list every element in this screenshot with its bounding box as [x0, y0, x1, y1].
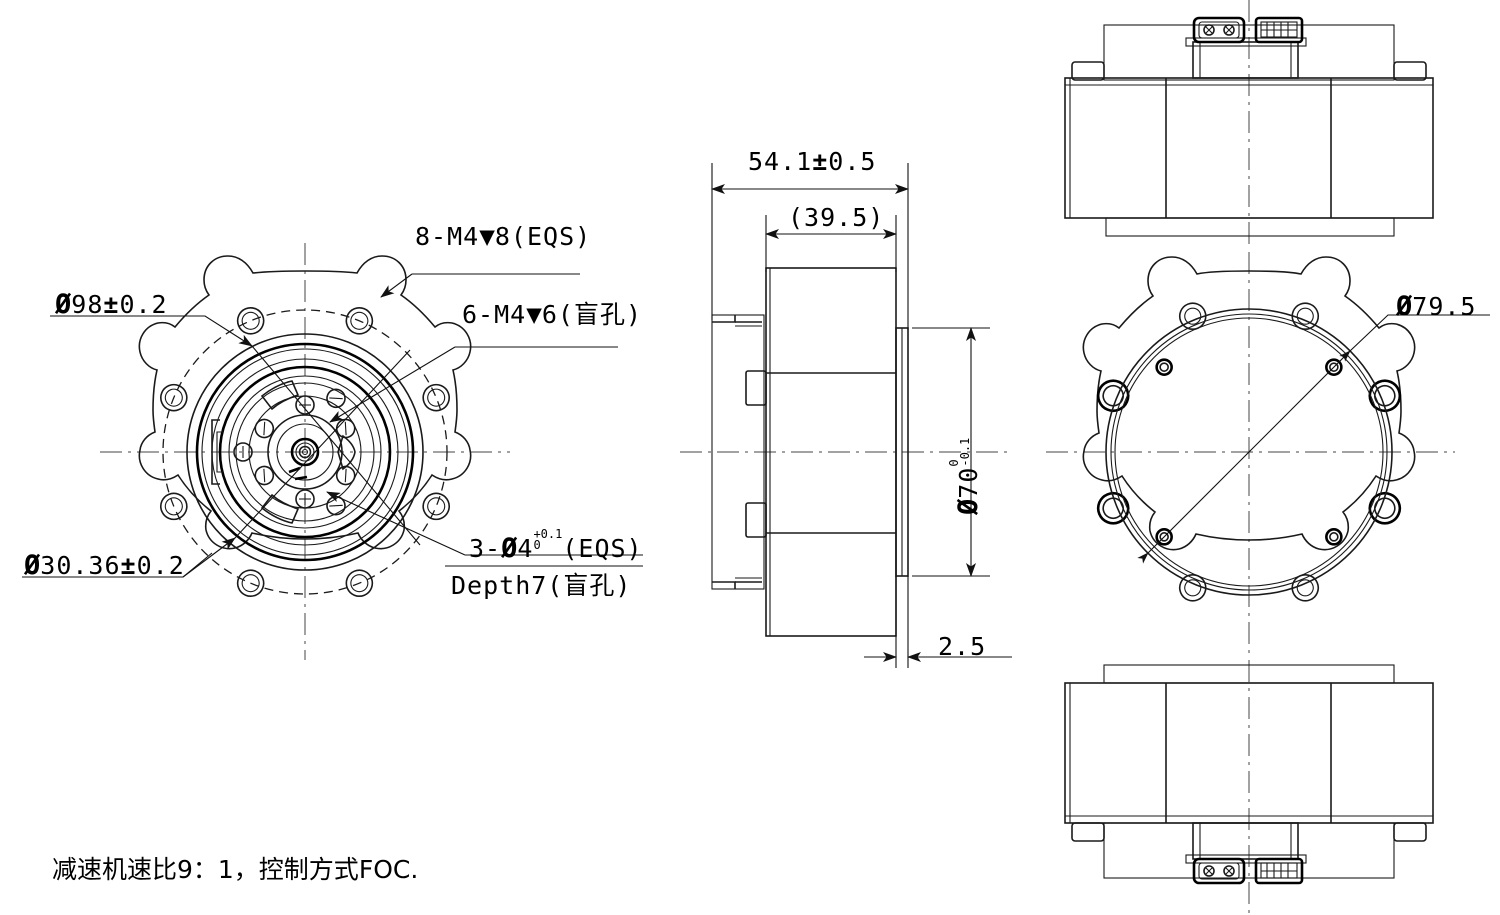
depth-symbol-icon-2: ▼ — [526, 300, 542, 330]
bottom-view-group — [1064, 660, 1434, 915]
front-3-d4-pins — [233, 388, 346, 516]
tolerance-stack-d70: 0-0.1 — [947, 437, 972, 467]
dim-leader-3-d4 — [326, 491, 643, 567]
rear-view-group — [1046, 252, 1490, 655]
dim-label-79-5: Ø79.5 — [1396, 291, 1477, 322]
top-view-lugs — [1071, 61, 1427, 81]
depth-symbol-icon: ▼ — [479, 222, 495, 252]
front-hub-slots — [260, 380, 356, 524]
dim-label-54-1: 54.1±0.5 — [748, 147, 877, 176]
front-body-circles — [186, 333, 424, 571]
dim-d79-5 — [1137, 314, 1490, 564]
dim-54-1 — [711, 163, 909, 330]
dim-leader-8-m4 — [380, 273, 580, 298]
front-flange-outline — [138, 255, 472, 550]
front-center-index-marks — [288, 466, 308, 481]
dim-2-5 — [864, 576, 1012, 668]
diameter-symbol-icon-4: Ø — [501, 533, 518, 564]
power-connector-2pin-bottom — [1192, 857, 1246, 885]
side-view-group — [680, 163, 1012, 668]
dim-label-2-5: 2.5 — [938, 632, 987, 661]
bottom-view-connector-pedestal — [1185, 822, 1307, 864]
side-flange-plate — [895, 327, 909, 577]
callout-6-m4: 6-M4▼6(盲孔) — [462, 300, 643, 330]
top-view-connector-pedestal — [1185, 37, 1307, 79]
bolt-circle-98-dashed — [162, 309, 448, 595]
diameter-symbol-icon-3: Ø — [953, 498, 984, 515]
rear-flange-bolt-holes — [1096, 302, 1402, 602]
general-note: 减速机速比9：1，控制方式FOC. — [52, 855, 419, 884]
side-connector-block — [711, 314, 765, 590]
signal-connector-top — [1254, 16, 1304, 44]
front-6-m4-holes — [254, 395, 356, 509]
top-view-back-plate — [1103, 24, 1395, 81]
front-diagonal-witness-lines — [234, 345, 421, 546]
front-flange-bolt-holes — [160, 307, 450, 597]
dim-d70 — [912, 327, 990, 577]
power-connector-2pin-top — [1192, 16, 1246, 44]
signal-connector-bottom — [1254, 857, 1304, 885]
front-body-keyway-notch — [211, 419, 223, 485]
dim-leader-98 — [50, 315, 253, 347]
dim-label-39-5: (39.5) — [788, 203, 885, 232]
front-view-group — [22, 243, 643, 660]
side-mounting-lugs — [745, 370, 767, 538]
dim-leader-6-m4 — [329, 346, 618, 423]
diameter-symbol-icon-2: Ø — [24, 550, 41, 581]
top-view-group — [1064, 0, 1434, 245]
dim-label-98: Ø98±0.2 — [55, 289, 168, 320]
rear-endcap-circles — [1105, 308, 1393, 596]
top-view-front-flange — [1105, 217, 1395, 237]
dim-39-5 — [765, 215, 897, 272]
dim-leader-30-36 — [22, 537, 236, 578]
diameter-symbol-icon-5: Ø — [1396, 291, 1413, 322]
callout-8-m4: 8-M4▼8(EQS) — [415, 222, 592, 252]
diameter-symbol-icon-1: Ø — [55, 289, 72, 320]
callout-3-d4-line2: Depth7(盲孔) — [451, 571, 632, 600]
dim-label-30-36: Ø30.36±0.2 — [24, 550, 185, 581]
